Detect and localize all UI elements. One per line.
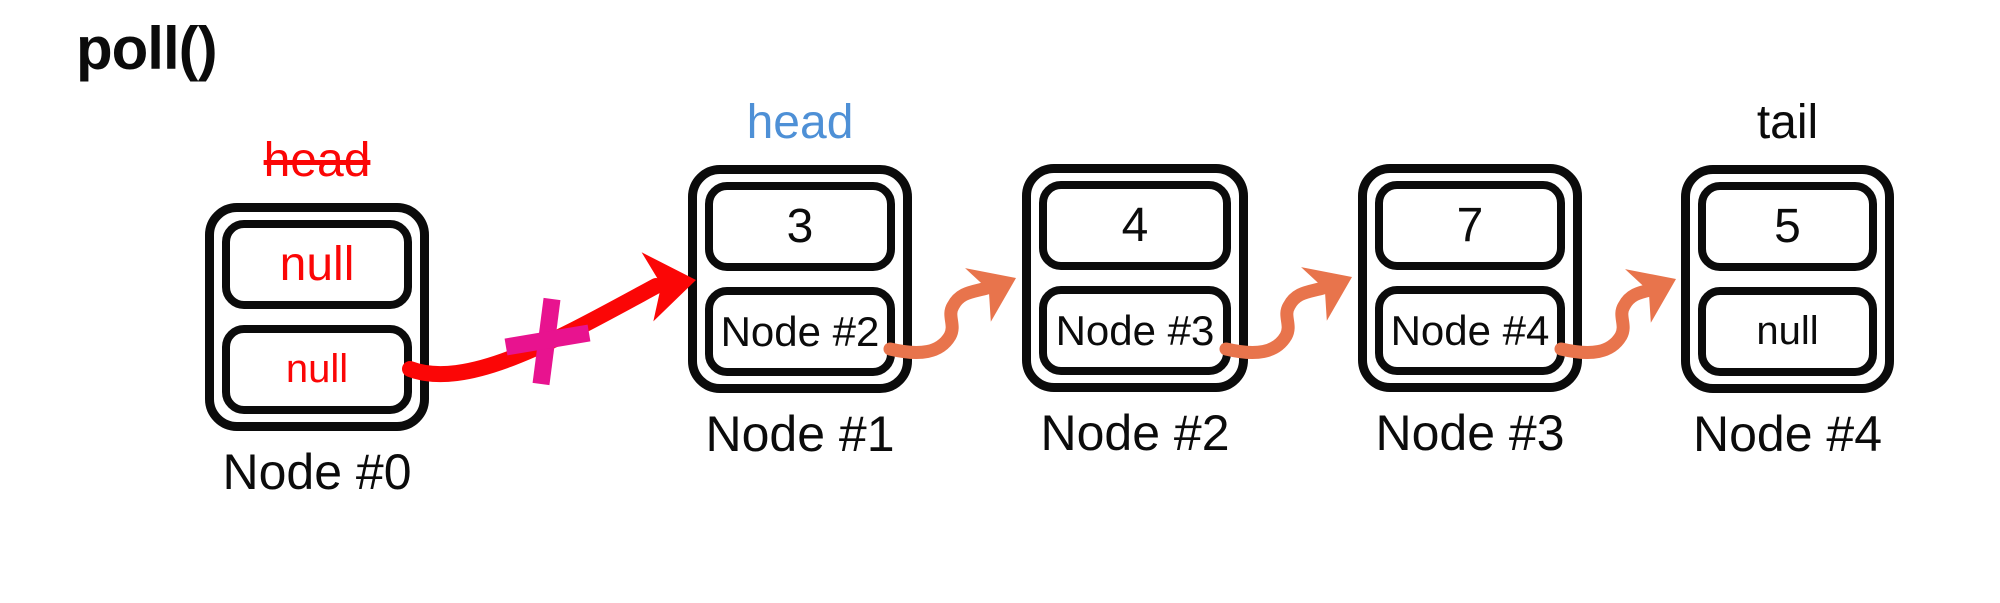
- node-box-3: 7 Node #4: [1358, 164, 1582, 392]
- value-cell: 3: [705, 182, 895, 271]
- value-cell: 4: [1039, 181, 1231, 270]
- tail-pointer-label: tail: [1756, 96, 1819, 149]
- node-caption: Node #1: [705, 406, 895, 462]
- crossed-out-x-mark: [504, 297, 591, 386]
- node-box-2: 4 Node #3: [1022, 164, 1248, 392]
- removed-pointer-arrow: [402, 245, 701, 383]
- node-caption: Node #3: [1375, 405, 1565, 461]
- node-box-0: null null: [205, 203, 429, 431]
- node-group-3: 7 Node #4 Node #3: [1358, 164, 1582, 462]
- node-group-2: 4 Node #3 Node #2: [1022, 164, 1248, 462]
- node-caption: Node #0: [222, 444, 412, 500]
- value-cell: 7: [1375, 181, 1565, 270]
- node-caption: Node #4: [1692, 406, 1883, 462]
- node-box-1: 3 Node #2: [688, 165, 912, 393]
- node-group-1: head 3 Node #2 Node #1: [688, 99, 912, 463]
- node-group-4: tail 5 null Node #4: [1681, 99, 1894, 463]
- next-pointer-cell: null: [1698, 287, 1877, 376]
- head-pointer-label: head: [746, 96, 854, 149]
- node-group-0: head null null Node #0: [205, 137, 429, 501]
- value-cell: 5: [1698, 182, 1877, 271]
- old-head-pointer-label: head: [263, 134, 371, 187]
- value-cell: null: [222, 220, 412, 309]
- next-pointer-cell: Node #3: [1039, 286, 1231, 375]
- node-box-4: 5 null: [1681, 165, 1894, 393]
- node-caption: Node #2: [1040, 405, 1230, 461]
- next-pointer-cell: Node #4: [1375, 286, 1565, 375]
- next-pointer-cell: null: [222, 325, 412, 414]
- page-title: poll(): [76, 15, 218, 82]
- next-pointer-cell: Node #2: [705, 287, 895, 376]
